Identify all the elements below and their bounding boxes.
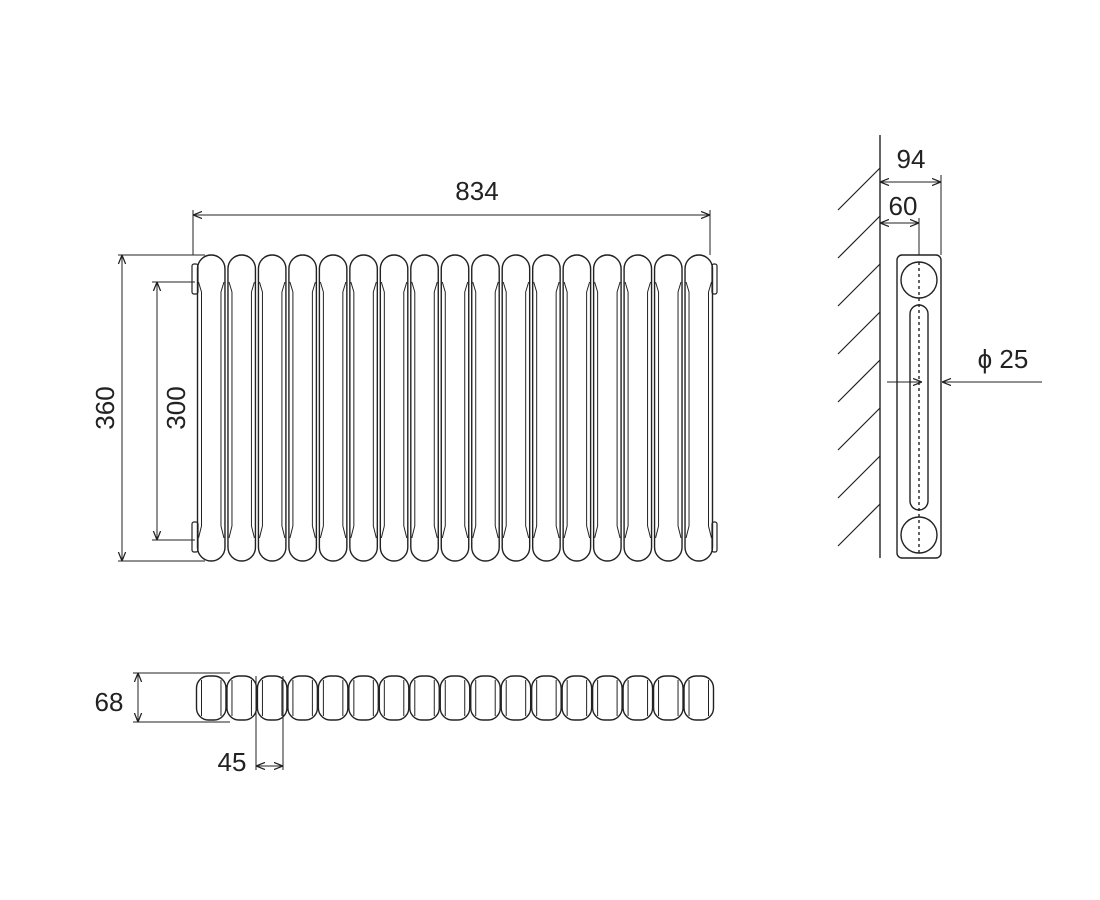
radiator-column: [227, 254, 257, 562]
radiator-column: [471, 254, 500, 562]
dimension-overall-depth: 94: [880, 144, 942, 255]
radiator-top-column: [256, 675, 288, 721]
radiator-column: [440, 254, 470, 562]
radiator-top-column: [530, 675, 562, 721]
radiator-top-column: [470, 675, 501, 721]
radiator-column: [349, 254, 379, 562]
radiator-column: [684, 254, 714, 562]
radiator-column: [501, 254, 531, 562]
radiator-top-column: [195, 675, 227, 721]
overall-height-label: 360: [90, 386, 120, 429]
radiator-column: [531, 254, 561, 562]
radiator-column: [623, 254, 653, 562]
radiator-column: [562, 254, 592, 562]
dimension-pipe-offset: 60: [880, 191, 920, 255]
dimension-overall-width: 834: [192, 176, 711, 255]
radiator-top-column: [348, 675, 380, 721]
radiator-top-column: [622, 675, 654, 721]
top-view: 68 45: [95, 672, 715, 777]
side-view: 94 60 ϕ 25: [837, 135, 1042, 559]
radiator-column: [257, 254, 287, 562]
left-top-cap: [191, 263, 199, 295]
pipe-centres-label: 300: [161, 386, 191, 429]
radiator-column: [410, 254, 439, 562]
radiator-column: [318, 254, 348, 562]
radiator-top-column: [378, 675, 410, 721]
connection-diameter-label: ϕ 25: [978, 344, 1029, 374]
radiator-top-columns: [195, 675, 715, 721]
left-bottom-cap: [191, 521, 199, 553]
radiator-top-column: [409, 675, 440, 721]
radiator-top-column: [439, 675, 471, 721]
radiator-column: [592, 254, 622, 562]
radiator-column: [288, 254, 318, 562]
radiator-top-column: [683, 675, 715, 721]
overall-depth-label: 94: [897, 144, 926, 174]
dimension-connection-diameter: ϕ 25: [887, 344, 1042, 382]
radiator-top-column: [561, 675, 593, 721]
right-top-cap: [711, 263, 718, 295]
radiator-columns: [191, 254, 718, 562]
dimension-overall-height: 360: [90, 254, 205, 562]
dimension-depth: 68: [95, 672, 230, 723]
dimension-pipe-centres: 300: [152, 281, 195, 541]
radiator-column: [653, 254, 683, 562]
radiator-top-column: [500, 675, 532, 721]
radiator-top-column: [591, 675, 623, 721]
radiator-top-column: [317, 675, 349, 721]
depth-label: 68: [95, 687, 124, 717]
overall-width-label: 834: [455, 176, 498, 206]
right-bottom-cap: [711, 521, 718, 553]
column-pitch-label: 45: [218, 747, 247, 777]
wall-hatching: [837, 135, 881, 558]
radiator-top-column: [287, 675, 319, 721]
radiator-column: [379, 254, 409, 562]
radiator-column: [196, 254, 226, 562]
front-view: 834 360 300: [90, 176, 718, 562]
dimension-column-pitch: 45: [218, 676, 284, 777]
radiator-top-column: [652, 675, 684, 721]
pipe-offset-label: 60: [889, 191, 918, 221]
radiator-top-column: [226, 675, 258, 721]
